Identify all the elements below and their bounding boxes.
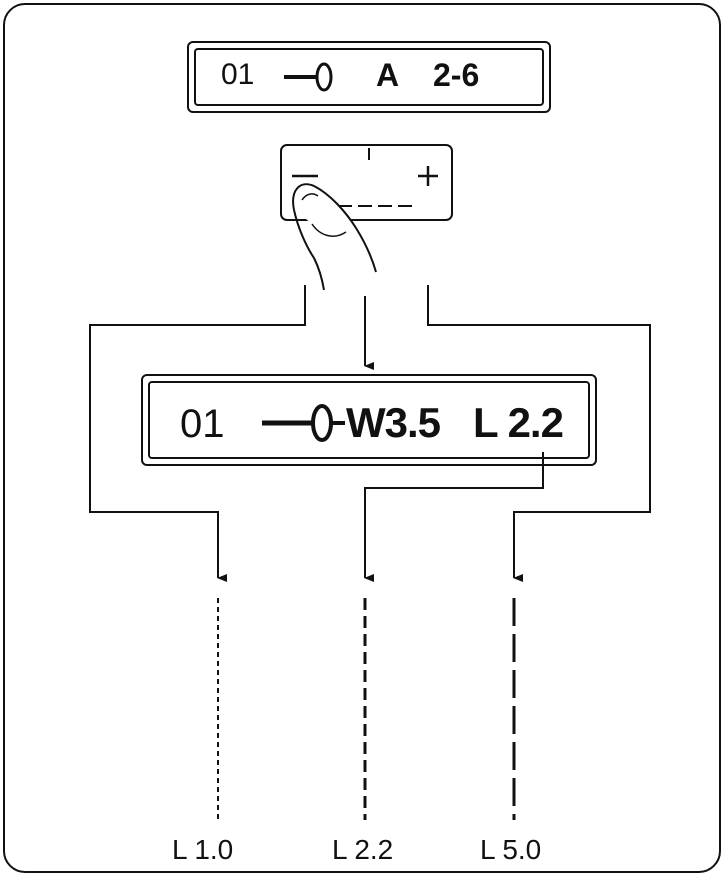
stitch-width-value: W3.5 bbox=[346, 402, 440, 444]
top-program-number: 01 bbox=[221, 60, 254, 90]
stitch-label-1: L 1.0 bbox=[172, 834, 233, 866]
stitch-label-3: L 5.0 bbox=[480, 834, 541, 866]
main-program-number: 01 bbox=[180, 404, 225, 444]
stitch-label-2: L 2.2 bbox=[332, 834, 393, 866]
top-mode-letter: A bbox=[376, 59, 399, 91]
stitch-length-value: L 2.2 bbox=[473, 402, 563, 444]
top-range: 2-6 bbox=[433, 59, 479, 91]
